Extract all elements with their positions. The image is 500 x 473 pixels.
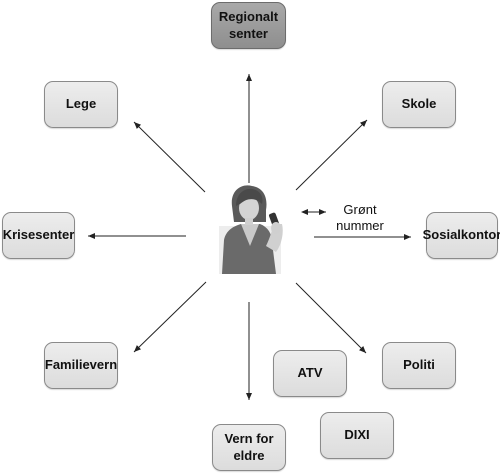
box-sosialkontor: Sosialkontor (422, 212, 500, 259)
box-dixi: DIXI (320, 412, 394, 459)
box-lege-label: Lege (65, 96, 97, 112)
box-sosialkontor-label: Sosialkontor (422, 227, 500, 243)
box-lege: Lege (44, 81, 118, 128)
box-krisesenter: Krisesenter (2, 212, 75, 259)
box-krisesenter-label: Krisesenter (2, 227, 75, 243)
arrow-to-lege (133, 121, 206, 193)
box-vern-for-eldre: Vern for eldre (212, 424, 286, 471)
box-familievern: Familievern (44, 342, 118, 389)
arrow-to-skole (295, 119, 368, 191)
arrow-to-familievern (133, 281, 207, 353)
box-atv-label: ATV (297, 365, 323, 381)
woman-with-phone-icon (219, 185, 283, 274)
box-politi: Politi (382, 342, 456, 389)
box-skole-label: Skole (401, 96, 437, 112)
box-dixi-label: DIXI (344, 427, 370, 443)
box-atv: ATV (273, 350, 347, 397)
arrow-to-politi (295, 282, 367, 354)
box-politi-label: Politi (403, 357, 435, 373)
box-regionalt-senter-label: Regionalt senter (218, 9, 279, 41)
box-familievern-label: Familievern (44, 357, 118, 373)
box-vern-for-eldre-label: Vern for eldre (224, 431, 274, 463)
box-skole: Skole (382, 81, 456, 128)
green-number-label: Grønt nummer (336, 202, 384, 233)
box-regionalt-senter: Regionalt senter (211, 2, 286, 49)
